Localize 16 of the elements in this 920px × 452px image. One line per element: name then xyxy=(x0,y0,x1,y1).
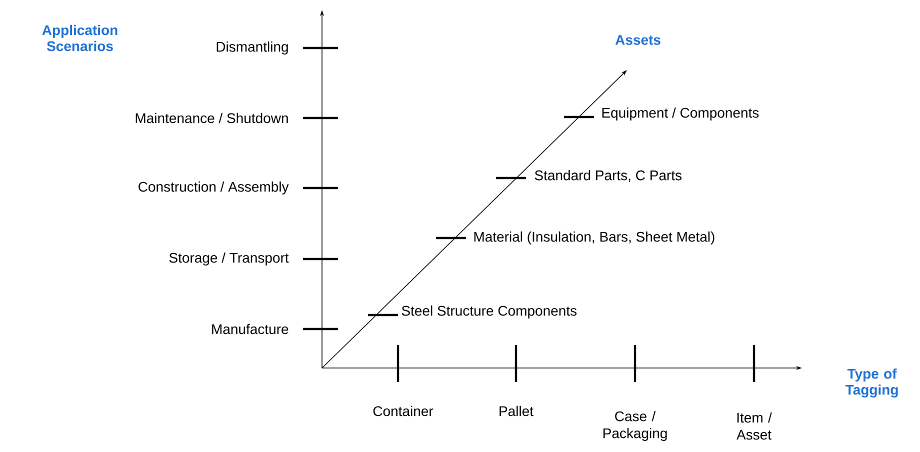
tick-label: Dismantling xyxy=(216,41,288,55)
tick-label: Container xyxy=(373,406,434,416)
tick-label: Item / Asset xyxy=(736,412,772,440)
tick-label: Manufacture xyxy=(212,324,288,334)
axis-title: Type of Tagging xyxy=(845,368,898,398)
tick-label: Pallet xyxy=(500,406,534,416)
tick-label: Case / Packaging xyxy=(603,410,667,442)
axis-title: Assets xyxy=(615,35,660,45)
tick-label: Maintenance / Shutdown xyxy=(136,112,288,124)
tick-label: Storage / Transport xyxy=(169,252,289,266)
tick-label: Standard Parts, C Parts xyxy=(534,170,682,182)
tick-label: Equipment / Components xyxy=(602,107,759,121)
tick-label: Steel Structure Components xyxy=(402,305,577,319)
tick-label: Material (Insulation, Bars, Sheet Metal) xyxy=(474,231,714,245)
tick-label: Construction / Assembly xyxy=(138,181,289,195)
axis-title: Application Scenarios xyxy=(42,24,118,52)
